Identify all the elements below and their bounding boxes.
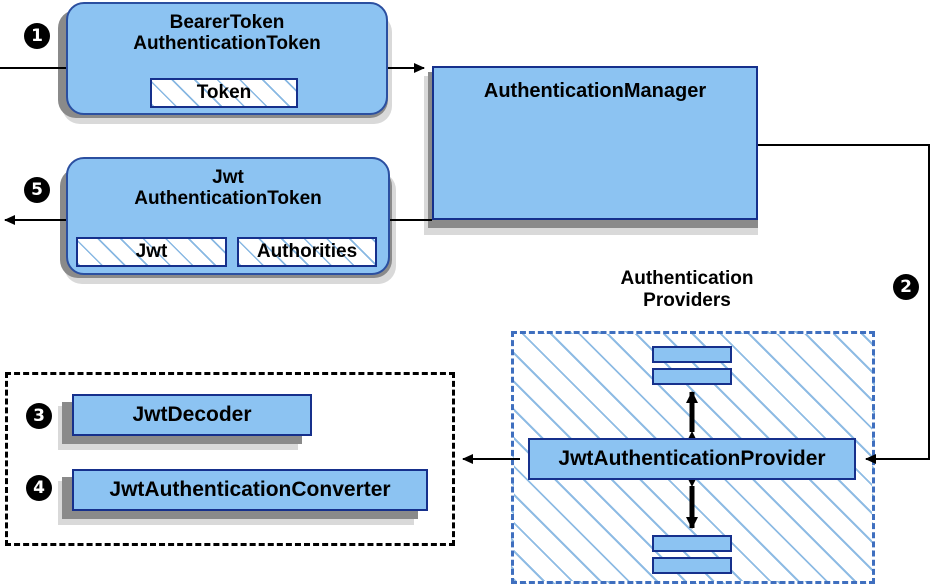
step-marker-3: 3 — [26, 403, 52, 429]
provider-stub-bottom-1 — [652, 535, 732, 552]
jwt-authentication-converter-box[interactable]: JwtAuthenticationConverter — [72, 469, 428, 511]
decoder-converter-group — [5, 372, 455, 546]
authentication-providers-label: Authentication Providers — [620, 268, 754, 311]
provider-stub-bottom-2 — [652, 557, 732, 574]
authentication-manager-title: AuthenticationManager — [483, 80, 707, 102]
jwt-authentication-provider-box[interactable]: JwtAuthenticationProvider — [528, 438, 856, 480]
token-inner-box: Token — [150, 78, 298, 108]
step-marker-1: 1 — [24, 23, 50, 49]
jwt-authentication-converter-label: JwtAuthenticationConverter — [109, 478, 391, 501]
authentication-manager-box[interactable]: AuthenticationManager — [432, 66, 758, 220]
jwt-decoder-box[interactable]: JwtDecoder — [72, 394, 312, 436]
jwt-inner-label: Jwt — [135, 241, 168, 262]
jwt-inner-box: Jwt — [76, 237, 227, 267]
provider-stub-top-1 — [652, 346, 732, 363]
bearer-token-title: BearerToken AuthenticationToken — [133, 12, 321, 55]
jwt-token-title: Jwt AuthenticationToken — [134, 167, 322, 210]
authorities-inner-label: Authorities — [256, 241, 358, 262]
step-marker-5: 5 — [24, 177, 50, 203]
step-marker-4: 4 — [26, 475, 52, 501]
authorities-inner-box: Authorities — [237, 237, 377, 267]
jwt-authentication-provider-label: JwtAuthenticationProvider — [558, 447, 826, 470]
step-marker-2: 2 — [893, 274, 919, 300]
provider-stub-top-2 — [652, 368, 732, 385]
jwt-decoder-label: JwtDecoder — [132, 403, 252, 426]
token-inner-label: Token — [196, 82, 252, 103]
